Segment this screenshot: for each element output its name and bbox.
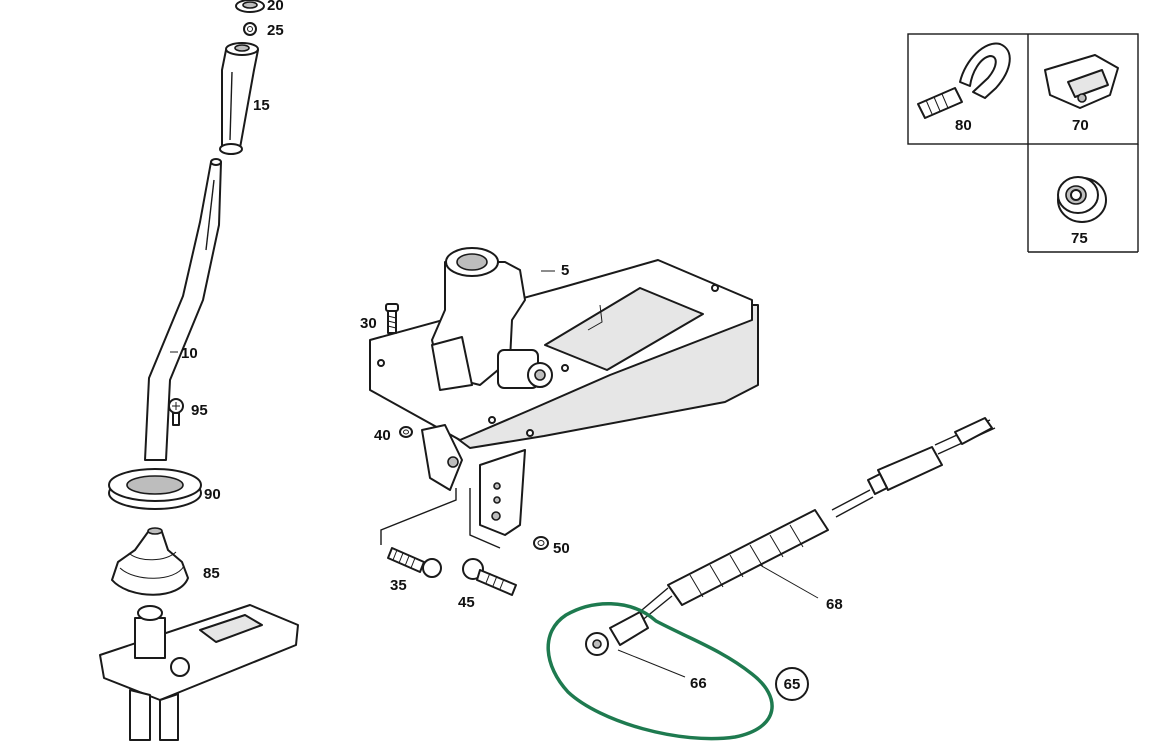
label-30: 30 (360, 315, 377, 332)
part-30-bolt (385, 303, 399, 334)
label-45: 45 (458, 594, 475, 611)
label-85: 85 (203, 565, 220, 582)
accessory-parts-box (907, 33, 1139, 253)
label-80: 80 (955, 117, 972, 134)
label-50: 50 (553, 540, 570, 557)
group-65-marker: 65 (775, 667, 809, 701)
label-35: 35 (390, 577, 407, 594)
leader-66 (617, 649, 686, 678)
part-15-shift-knob (219, 42, 259, 155)
label-90: 90 (204, 486, 221, 503)
part-20-cap (235, 0, 265, 13)
part-40-washer (399, 426, 413, 438)
part-75-grommet (1057, 176, 1107, 223)
label-10: 10 (181, 345, 198, 362)
part-50-nut (533, 536, 549, 550)
part-95-screw (168, 398, 184, 426)
part-68-shift-cable (635, 417, 996, 623)
leader-lines (380, 488, 501, 549)
label-65: 65 (784, 676, 801, 693)
label-5: 5 (561, 262, 569, 279)
label-66: 66 (690, 675, 707, 692)
part-80-cable-tie (917, 42, 1011, 119)
part-5-selector-housing (369, 247, 759, 536)
small-selector-housing (99, 604, 299, 741)
label-95: 95 (191, 402, 208, 419)
part-70-clip (1044, 54, 1119, 109)
part-90-boot-ring (108, 468, 202, 510)
part-35-ball-stud (387, 547, 442, 578)
part-85-boot (111, 527, 189, 596)
label-75: 75 (1071, 230, 1088, 247)
leader-68 (759, 564, 819, 599)
label-15: 15 (253, 97, 270, 114)
highlight-circle (546, 601, 774, 741)
label-20: 20 (267, 0, 284, 14)
label-68: 68 (826, 596, 843, 613)
part-25-nut (243, 22, 257, 36)
part-45-ball-stud (462, 558, 517, 596)
label-70: 70 (1072, 117, 1089, 134)
label-25: 25 (267, 22, 284, 39)
part-10-shift-lever (144, 158, 222, 461)
part-66-cable-end-fitting (585, 611, 649, 656)
label-40: 40 (374, 427, 391, 444)
